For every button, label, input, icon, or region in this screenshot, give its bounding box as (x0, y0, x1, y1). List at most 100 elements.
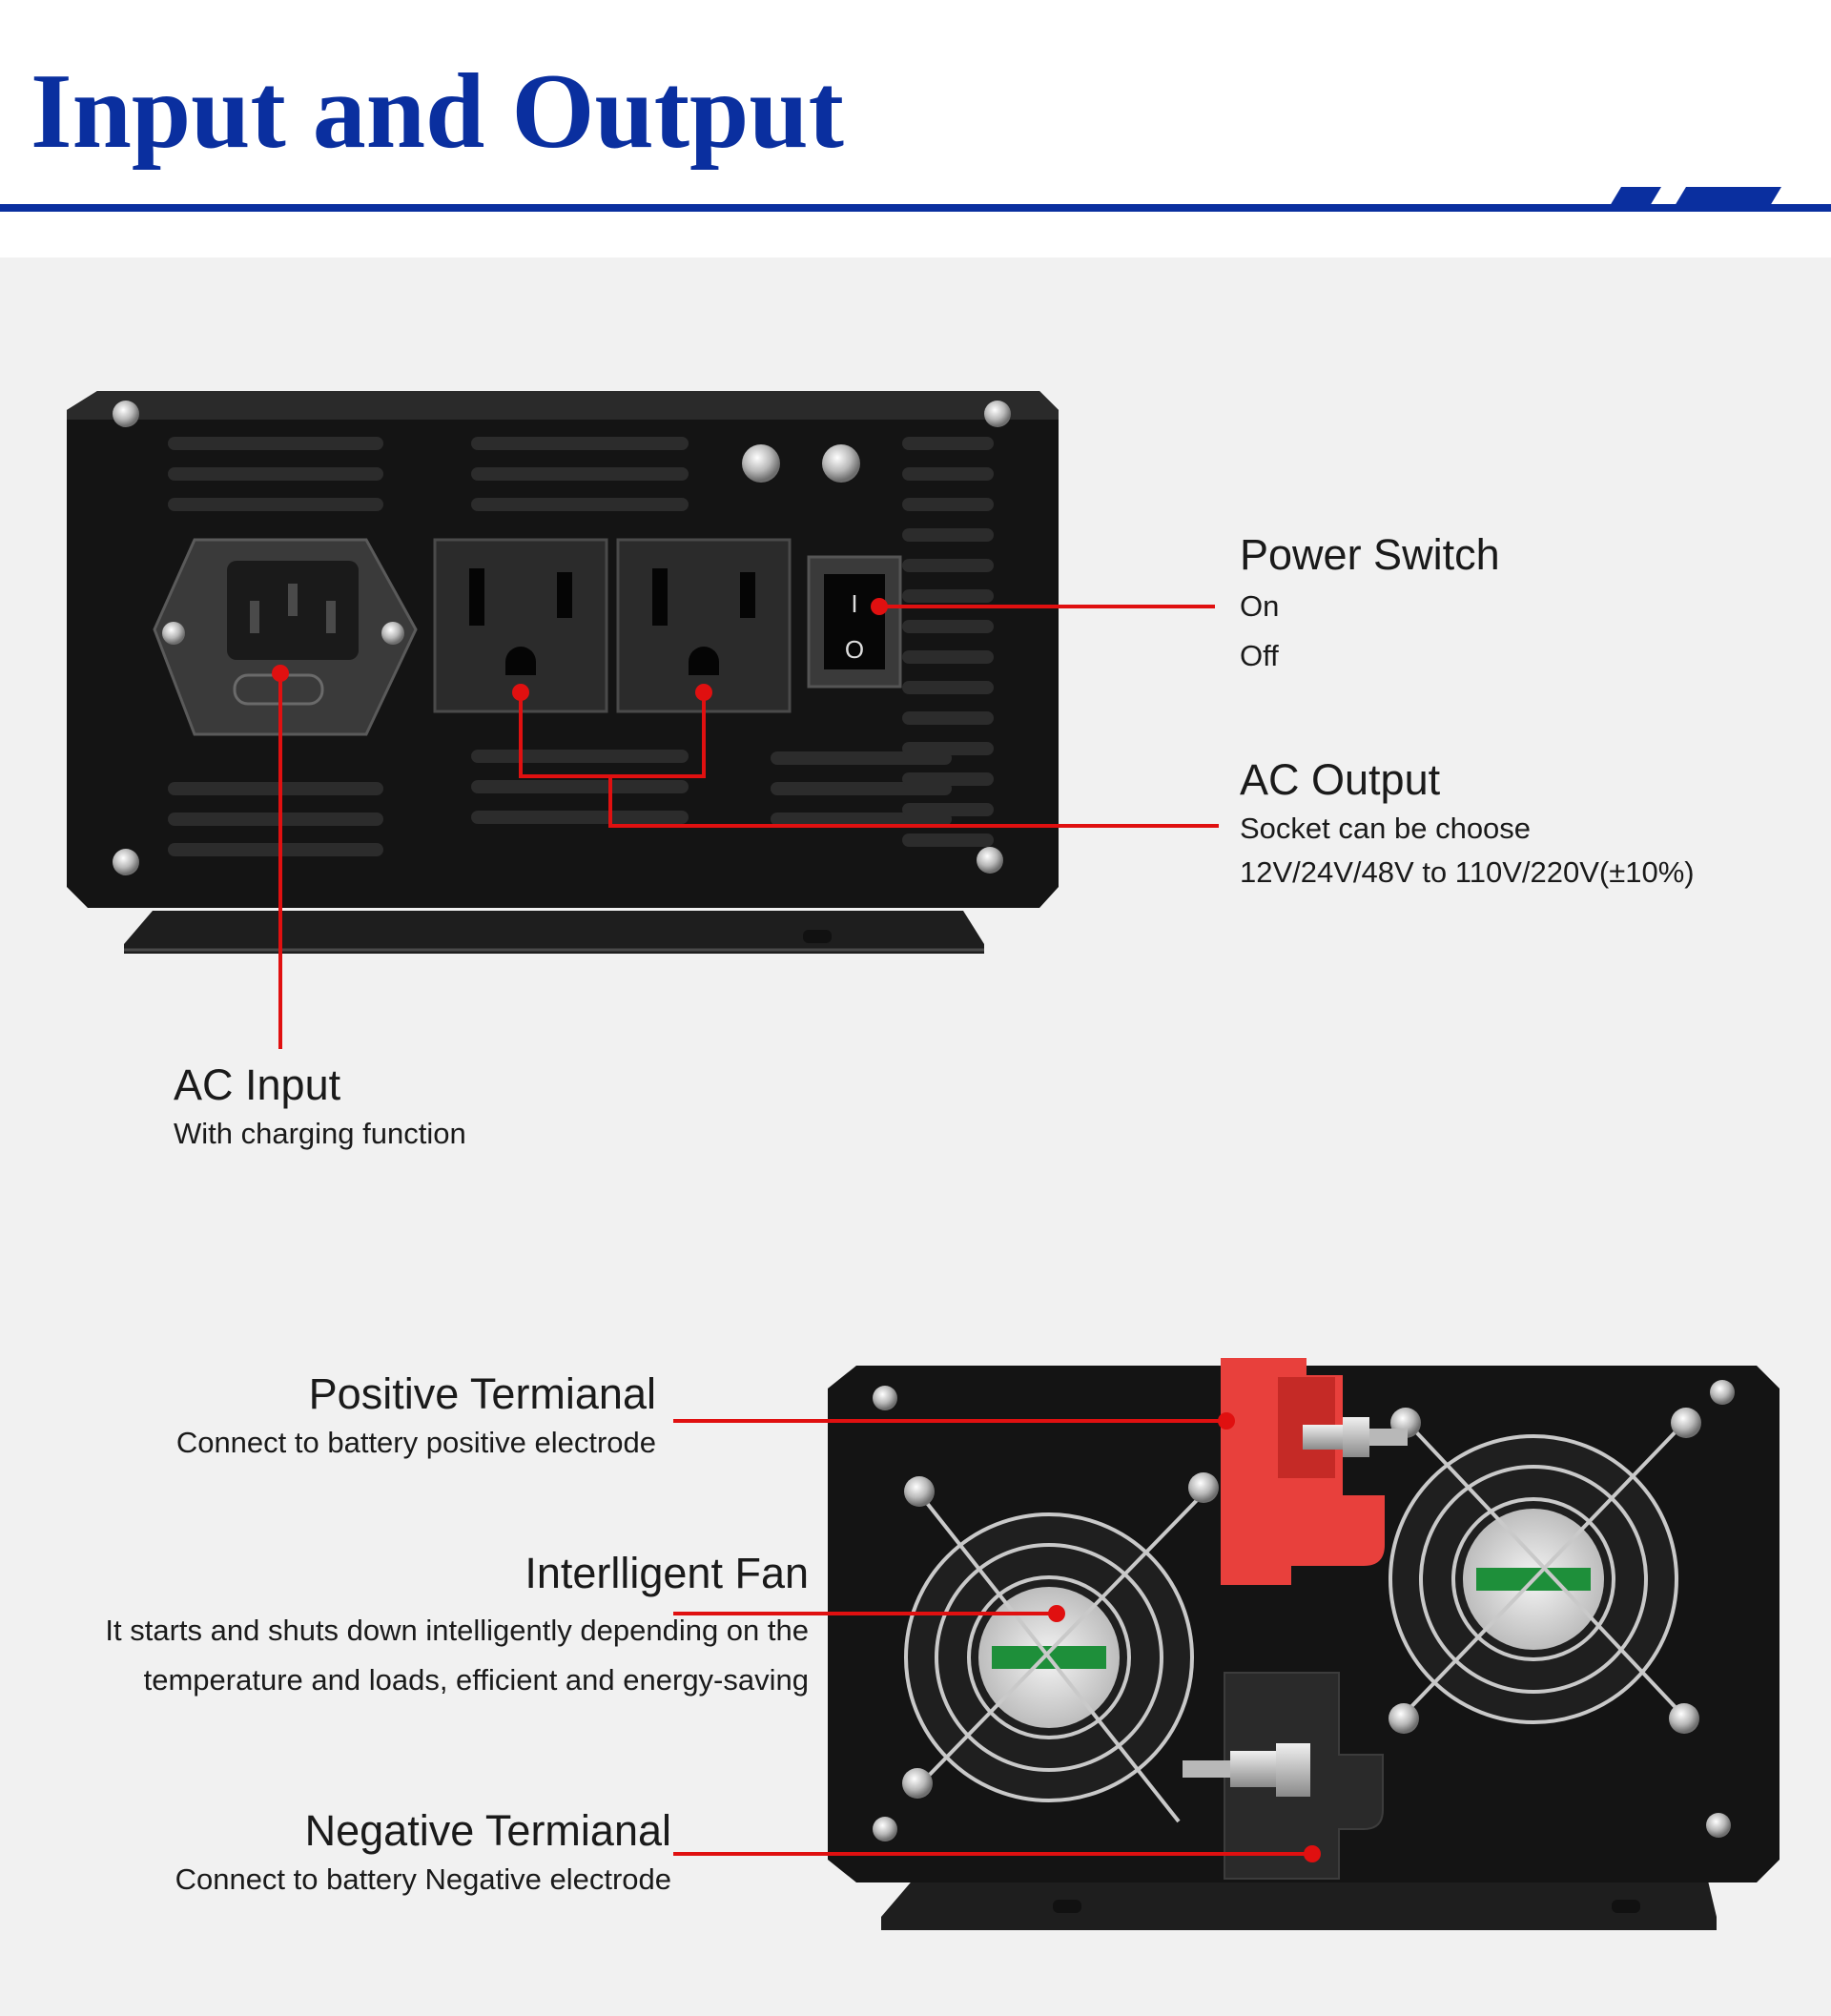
vent-slot-icon (902, 650, 994, 664)
fan-guard-ring (904, 1512, 1194, 1802)
vent-slot-icon (902, 498, 994, 511)
vent-slot-icon (902, 833, 994, 847)
leader-dot (512, 684, 529, 701)
intelligent-fan-title: Interlligent Fan (525, 1549, 809, 1597)
callout-ac-output: AC Output Socket can be choose 12V/24V/4… (1240, 753, 1695, 895)
power-switch-off-label: Off (1240, 639, 1279, 672)
top-vent-slots (168, 437, 994, 856)
vent-slot-icon (902, 467, 994, 481)
positive-terminal-subtitle: Connect to battery positive electrode (175, 1426, 656, 1459)
leader-ac-output-trunk (608, 776, 1219, 828)
screw-icon (1710, 1380, 1735, 1405)
intelligent-fan-line-1: It starts and shuts down intelligently d… (105, 1614, 809, 1647)
outlet-icon (433, 538, 608, 713)
outlet-slot (740, 572, 755, 618)
negative-terminal (1183, 1672, 1384, 1880)
screw-icon (873, 1817, 897, 1841)
screw-icon (381, 622, 404, 645)
outlet-icon (616, 538, 792, 713)
vent-slot-icon (902, 772, 994, 786)
fan-guard-strut (917, 1491, 1181, 1823)
fan-guard-ring (935, 1543, 1163, 1772)
indicator-led-1 (742, 444, 780, 483)
callout-ac-input: AC Input With charging function (174, 1059, 466, 1156)
outlet-slot (469, 568, 484, 626)
callout-intelligent-fan: Interlligent Fan It starts and shuts dow… (105, 1547, 809, 1705)
iec-inlet-icon (153, 538, 418, 736)
outlet-slot (652, 568, 668, 626)
vent-slot-icon (902, 742, 994, 755)
vent-slot-icon (471, 498, 689, 511)
callout-positive-terminal: Positive Termianal Connect to battery po… (176, 1368, 656, 1465)
vent-slot-icon (471, 437, 689, 450)
ac-outlet-1 (433, 538, 608, 713)
bolt-thread (1369, 1429, 1408, 1446)
bolt-nut (1276, 1743, 1310, 1797)
intelligent-fan-line-2: temperature and loads, efficient and ene… (143, 1663, 809, 1697)
callout-leaders (278, 605, 1312, 1856)
vent-slot-icon (168, 782, 383, 795)
vent-slot-icon (902, 528, 994, 542)
screw-icon (162, 622, 185, 645)
fan-guard-ring (1419, 1465, 1648, 1694)
vent-slot-icon (902, 589, 994, 603)
outlet-ground (505, 647, 536, 675)
vent-slot-icon (168, 813, 383, 826)
top-inverter-panel: I O (67, 391, 1059, 954)
fan-guard-icon (1389, 1419, 1686, 1724)
screw-icon (1706, 1813, 1731, 1838)
callout-dots (272, 598, 1321, 1862)
header-band: Input and Output (0, 0, 1831, 257)
vent-slot-icon (902, 559, 994, 572)
vent-slot-icon (902, 803, 994, 816)
bolt-icon (1230, 1751, 1276, 1787)
vent-slot-icon (471, 750, 689, 763)
rocker-switch-paddle[interactable] (824, 574, 885, 669)
ac-output-title: AC Output (1240, 755, 1441, 804)
bolt-nut (1343, 1417, 1369, 1457)
vent-slot-icon (471, 811, 689, 824)
top-panel-bevel (67, 391, 1059, 420)
top-mounting-bracket (124, 911, 984, 954)
screw-icon (977, 847, 1003, 874)
fan-guard-icon (904, 1491, 1205, 1823)
callout-negative-terminal: Negative Termianal Connect to battery Ne… (175, 1804, 671, 1902)
vent-slot-icon (471, 780, 689, 793)
leader-dot (272, 665, 289, 682)
fan-guard-strut (917, 1491, 1205, 1787)
leader-dot (1218, 1412, 1235, 1430)
bolt-thread (1183, 1760, 1230, 1778)
negative-terminal-title: Negative Termianal (304, 1806, 671, 1855)
bottom-inverter-panel (828, 1358, 1780, 1930)
leader-dot (695, 684, 712, 701)
header-divider-line (0, 204, 1831, 212)
ac-input-title: AC Input (174, 1060, 341, 1109)
bottom-mounting-bracket (881, 1877, 1717, 1930)
top-bracket-slot (803, 930, 832, 943)
ac-output-line-1: Socket can be choose (1240, 812, 1532, 845)
ac-output-line-2: 12V/24V/48V to 110V/220V(±10%) (1240, 855, 1695, 889)
vent-slot-icon (168, 498, 383, 511)
vent-slot-icon (168, 843, 383, 856)
outlet-ground (689, 647, 719, 675)
screw-icon (873, 1386, 897, 1410)
positive-terminal-title: Positive Termianal (308, 1369, 656, 1418)
header-divider (0, 187, 1831, 212)
screw-icon (113, 849, 139, 875)
fan-guard-strut (1400, 1421, 1686, 1718)
screw-icon (902, 1768, 933, 1799)
rocker-switch-icon[interactable]: I O (807, 555, 902, 689)
screw-icon (1669, 1703, 1699, 1734)
vent-slot-icon (471, 467, 689, 481)
header-divider-accent-right (1675, 187, 1781, 206)
leader-dot (871, 598, 888, 615)
screw-icon (1389, 1703, 1419, 1734)
vent-slot-icon (168, 467, 383, 481)
iec-pin (288, 584, 298, 616)
ac-outlet-2 (616, 538, 792, 713)
page-title: Input and Output (31, 52, 844, 171)
positive-terminal (1221, 1358, 1408, 1585)
power-switch-title: Power Switch (1240, 530, 1500, 579)
callout-power-switch: Power Switch On Off (1240, 528, 1500, 681)
